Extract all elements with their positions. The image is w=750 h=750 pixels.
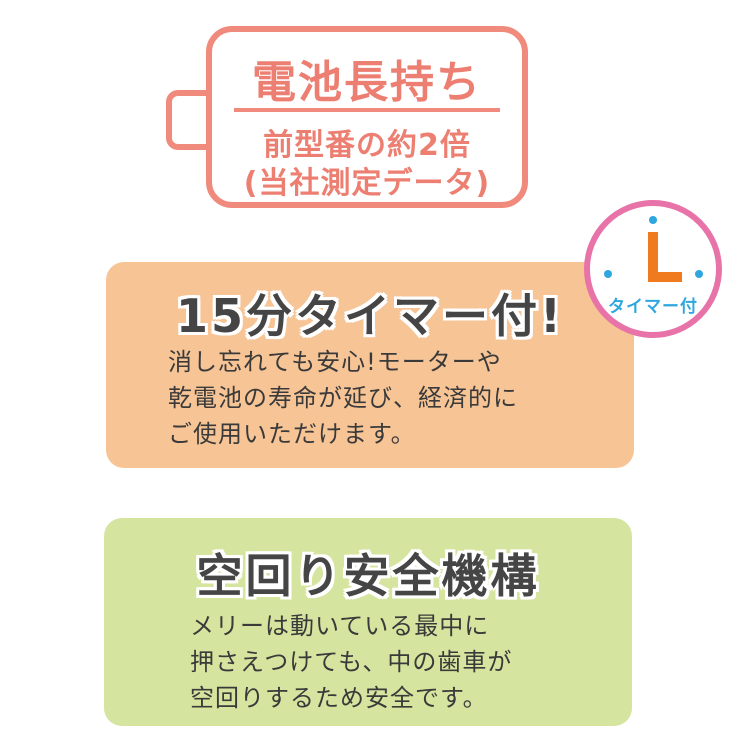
timer-feature-line: 乾電池の寿命が延び、経済的に <box>168 384 518 412</box>
safety-feature-line: メリーは動いている最中に <box>190 612 490 640</box>
clock-dot-right <box>695 270 703 278</box>
safety-feature-line: 押さえつけても、中の歯車が <box>190 648 513 676</box>
safety-feature-line: 空回りするため安全です。 <box>190 684 488 712</box>
clock-hand-horizontal <box>648 272 682 282</box>
clock-hand-vertical <box>648 232 658 282</box>
timer-feature-line: ご使用いただけます。 <box>168 420 416 448</box>
timer-badge: タイマー付 <box>584 200 722 338</box>
battery-subtitle-line-2: (当社測定データ) <box>243 166 491 201</box>
timer-feature-description: 消し忘れても安心!モーターや 乾電池の寿命が延び、経済的に ご使用いただけます。 <box>168 344 614 452</box>
clock-dot-top <box>649 216 657 224</box>
battery-title: 電池長持ち <box>252 57 482 108</box>
timer-badge-label: タイマー付 <box>608 297 698 317</box>
battery-divider <box>234 108 500 112</box>
battery-subtitle-line-1: 前型番の約2倍 <box>263 128 471 163</box>
safety-feature-description: メリーは動いている最中に 押さえつけても、中の歯車が 空回りするため安全です。 <box>190 608 612 716</box>
timer-feature-title: 15分タイマー付! <box>176 289 564 343</box>
battery-terminal <box>166 90 212 150</box>
clock-dot-left <box>604 270 612 278</box>
safety-feature-title: 空回り安全機構 <box>196 549 540 603</box>
battery-long-life-graphic: 電池長持ち 前型番の約2倍 (当社測定データ) <box>206 26 528 208</box>
timer-feature-line: 消し忘れても安心!モーターや <box>168 348 502 376</box>
safety-feature-panel: 空回り安全機構 メリーは動いている最中に 押さえつけても、中の歯車が 空回りする… <box>104 518 632 726</box>
timer-feature-panel: 15分タイマー付! 消し忘れても安心!モーターや 乾電池の寿命が延び、経済的に … <box>106 262 634 468</box>
